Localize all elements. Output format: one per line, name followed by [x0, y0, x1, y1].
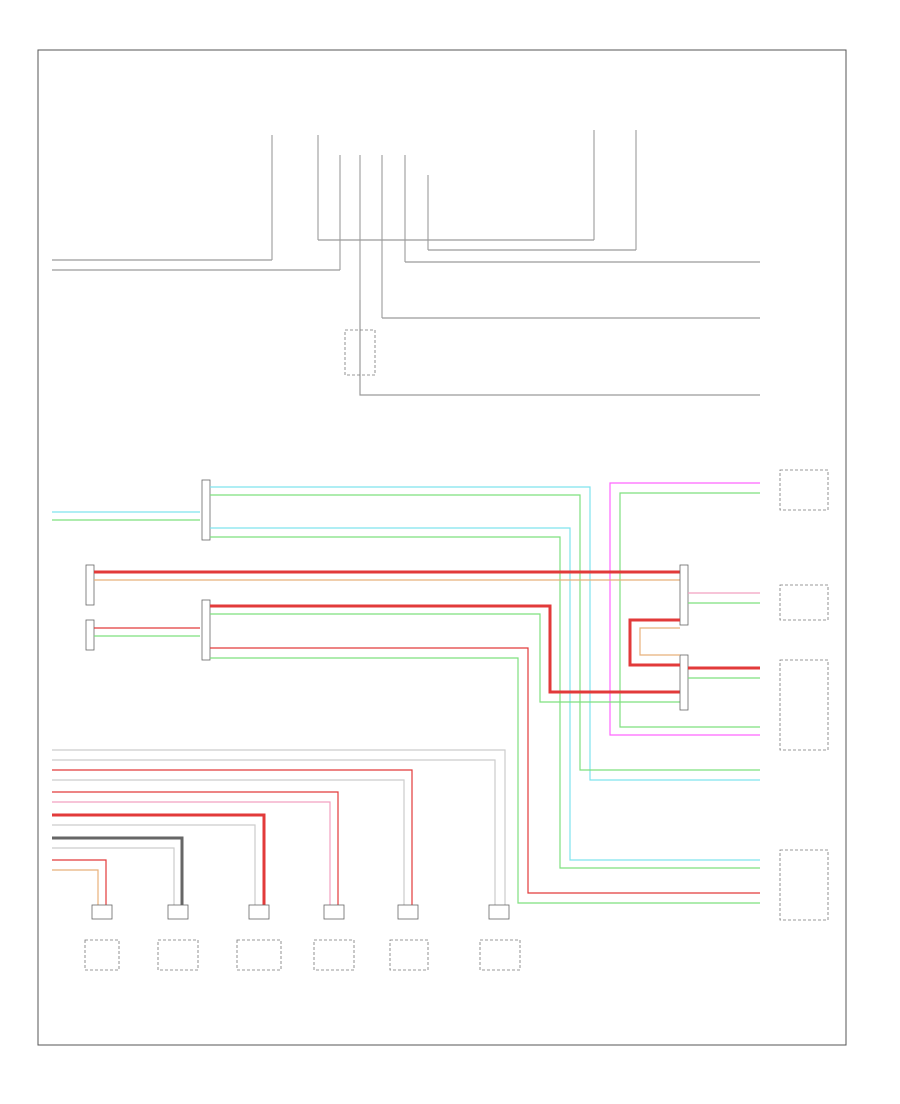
wire-orange: [52, 869, 99, 905]
wire-green: [210, 657, 760, 904]
wire-red-heavy: [210, 604, 680, 694]
wire-magenta: [609, 482, 760, 736]
wire-red: [52, 859, 107, 905]
component-box: [779, 584, 829, 621]
wire-red-heavy: [628, 618, 680, 667]
sensor-box: [479, 939, 521, 971]
wire-green: [210, 613, 680, 703]
component-box: [779, 659, 829, 751]
wire-red-heavy: [52, 813, 266, 905]
wire-grey: [52, 824, 256, 905]
wire-cyan: [210, 486, 760, 781]
middle-signal-group: [52, 469, 829, 921]
connector-block: [679, 654, 689, 711]
diagram-frame: [37, 49, 847, 1046]
wire-pink: [52, 801, 331, 905]
wire-grey: [52, 847, 175, 905]
connector-block: [85, 619, 95, 651]
sensor-box: [389, 939, 429, 971]
connector-block: [85, 564, 95, 606]
wire-cyan: [210, 527, 760, 861]
wire-orange: [639, 627, 680, 656]
relay-box: [344, 329, 376, 376]
connector-block: [323, 904, 345, 920]
connector-block: [167, 904, 189, 920]
wire-dark-heavy: [52, 836, 184, 905]
wire-grey: [52, 759, 496, 905]
bottom-sensor-group: [52, 749, 521, 971]
connector-block: [248, 904, 270, 920]
connector-block: [201, 599, 211, 661]
wire-red: [52, 791, 339, 905]
connector-block: [488, 904, 510, 920]
wire-green: [210, 494, 760, 771]
wire-red: [52, 769, 413, 905]
wire-grey: [52, 749, 506, 905]
component-box: [779, 849, 829, 921]
wire-grey: [52, 779, 405, 905]
connector-block: [201, 479, 211, 541]
top-junction-group: [52, 130, 760, 396]
sensor-box: [157, 939, 199, 971]
component-box: [779, 469, 829, 511]
sensor-box: [313, 939, 355, 971]
connector-block: [91, 904, 113, 920]
connector-block: [397, 904, 419, 920]
sensor-box: [84, 939, 120, 971]
sensor-box: [236, 939, 282, 971]
wire-red: [210, 647, 760, 894]
wire-grey: [359, 300, 760, 396]
connector-block: [679, 564, 689, 626]
wire-green: [619, 492, 760, 728]
